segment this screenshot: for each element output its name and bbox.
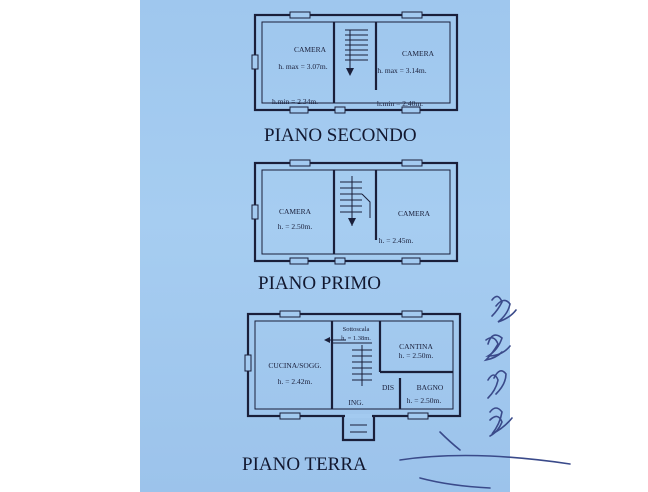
hmin-right-secondo: h.min = 2.40m. — [377, 99, 423, 108]
room-cucina: CUCINA/SOGG. — [268, 361, 321, 370]
window — [251, 204, 259, 220]
window — [279, 310, 301, 318]
h-sottoscala: h. = 1.38m. — [341, 335, 371, 342]
hmin-left-secondo: h.min = 2.34m. — [272, 97, 318, 106]
h-left-primo: h. = 2.50m. — [278, 222, 313, 231]
window — [289, 106, 309, 114]
inner-wall-primo — [261, 169, 451, 255]
plan-sheet: CAMERA h. max = 3.07m. h.min = 2.34m. CA… — [140, 0, 510, 492]
window — [279, 412, 301, 420]
entrance-porch — [341, 414, 376, 442]
window — [401, 11, 423, 19]
inner-wall-terra — [254, 320, 454, 410]
stair-terra — [324, 337, 372, 386]
inner-wall-secondo — [261, 21, 451, 104]
h-cucina: h. = 2.42m. — [278, 377, 313, 386]
room-bagno: BAGNO — [417, 383, 444, 392]
window — [334, 257, 346, 265]
hmax-left-secondo: h. max = 3.07m. — [278, 62, 327, 71]
h-bagno: h. = 2.50m. — [407, 396, 442, 405]
handwriting-marks — [439, 295, 503, 451]
room-camera-left-primo: CAMERA — [279, 207, 312, 216]
room-cantina: CANTINA — [399, 342, 433, 351]
title-piano-terra: PIANO TERRA — [242, 454, 367, 475]
floor-secondo: CAMERA h. max = 3.07m. h.min = 2.34m. CA… — [251, 11, 459, 146]
h-right-primo: h. = 2.45m. — [379, 236, 414, 245]
window — [401, 159, 423, 167]
stair-secondo — [345, 29, 368, 76]
hmax-right-secondo: h. max = 3.14m. — [377, 66, 426, 75]
room-camera-left-secondo: CAMERA — [294, 45, 327, 54]
window — [334, 106, 346, 114]
window — [251, 54, 259, 70]
window — [244, 354, 252, 372]
window — [401, 106, 421, 114]
room-ingresso: ING. — [348, 398, 363, 407]
floor-primo: CAMERA h. = 2.50m. CAMERA h. = 2.45m. PI… — [251, 159, 459, 294]
stair-primo — [340, 176, 371, 226]
window — [289, 257, 309, 265]
floor-terra: CUCINA/SOGG. h. = 2.42m. Sottoscala h. =… — [242, 310, 462, 475]
room-camera-right-primo: CAMERA — [398, 209, 431, 218]
floor-plan-drawing: CAMERA h. max = 3.07m. h.min = 2.34m. CA… — [242, 11, 503, 475]
window — [407, 412, 429, 420]
h-cantina: h. = 2.50m. — [399, 351, 434, 360]
room-dis: DIS — [382, 383, 394, 392]
window — [401, 257, 421, 265]
window — [289, 11, 311, 19]
window — [401, 310, 423, 318]
room-sottoscala: Sottoscala — [343, 326, 370, 333]
window — [289, 159, 311, 167]
room-camera-right-secondo: CAMERA — [402, 49, 435, 58]
title-piano-secondo: PIANO SECONDO — [264, 125, 417, 146]
title-piano-primo: PIANO PRIMO — [258, 273, 381, 294]
